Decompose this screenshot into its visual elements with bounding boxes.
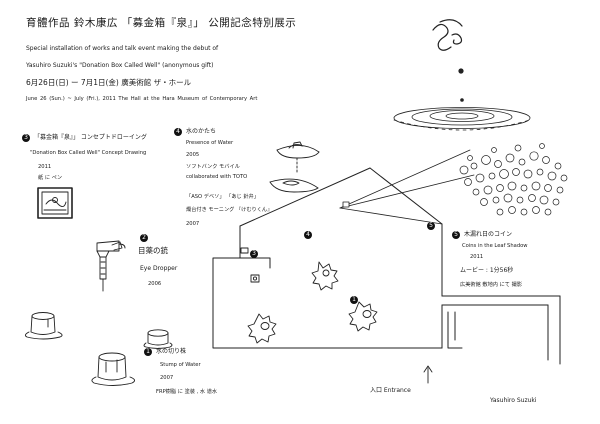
plan-marker-4: 4: [304, 231, 312, 239]
pedestal-eye-dropper: [250, 274, 260, 283]
work-3-title-jp: 「募金箱『泉』」 コンセプトドローイング: [34, 134, 147, 141]
exhibition-dates-en: June 26 (Sun.) ~ July (Fri.), 2011 The H…: [26, 96, 258, 102]
signature-mark: [432, 19, 463, 51]
artist-signature: Yasuhiro Suzuki: [490, 397, 537, 404]
work-4-sub-title: 「ASO デベソ」 「あじ 針弁」: [186, 194, 259, 200]
work-3-title-en: "Donation Box Called Well" Concept Drawi…: [30, 150, 147, 156]
floor-stump-3: [247, 313, 277, 344]
work-4-sub-note: 燭台付き モーニング 『けむりくん』: [186, 207, 273, 213]
water-ripples-icon: [393, 68, 531, 131]
concept-drawing-frame: [37, 187, 73, 219]
entrance-arrow-icon: [423, 365, 433, 384]
stump-sketch-2: [143, 329, 173, 349]
work-1-number: 1: [144, 348, 152, 356]
work-4-collab-en: collaborated with TOTO: [186, 174, 248, 180]
work-1-title-jp: 水の切り株: [156, 348, 187, 355]
work-5-title-jp: 木漏れ日のコイン: [464, 231, 513, 238]
entrance-label: 入口 Entrance: [370, 387, 411, 394]
plan-marker-3: 3: [250, 250, 258, 258]
work-1-title-en: Stump of Water: [160, 362, 201, 368]
floor-stump-1: [311, 261, 339, 291]
stump-sketch-1: [24, 312, 63, 340]
plan-marker-5: 5: [427, 222, 435, 230]
work-5-year: 2011: [470, 254, 484, 260]
work-1-note: FRP樹脂 に 塗装 , 水 道水: [156, 389, 218, 395]
work-5-movie: ムービー : 1分56秒: [460, 267, 514, 274]
exhibition-title: 育體作品 鈴木康広 「募金箱『泉』」 公開記念特別展示: [26, 17, 297, 29]
subtitle-line-1: Special installation of works and talk e…: [26, 45, 219, 52]
work-5-title-en: Coins in the Leaf Shadow: [462, 243, 528, 249]
stump-sketch-3: [91, 352, 135, 386]
hall-outline: [212, 167, 561, 365]
work-4-collab-jp: ソフトバンク モバイル: [186, 164, 240, 170]
presence-of-water-sketch: [269, 141, 320, 193]
work-3-year: 2011: [38, 164, 52, 170]
work-2-year: 2006: [148, 281, 162, 287]
work-3-note: 紙 に ペン: [38, 175, 63, 181]
floor-stump-2: [348, 301, 378, 332]
coins-leaf-shadow-sketch: [459, 143, 568, 216]
work-3-number: 3: [22, 134, 30, 142]
work-4-sub-year: 2007: [186, 221, 200, 227]
projection-beam: [339, 149, 475, 225]
work-4-title-en: Presence of Water: [186, 140, 234, 146]
plan-marker-1: 1: [350, 296, 358, 304]
work-5-note: 広美術館 敷地内 にて 撮影: [460, 282, 523, 288]
subtitle-line-2: Yasuhiro Suzuki's "Donation Box Called W…: [26, 62, 214, 69]
work-4-title-jp: 水のかたち: [186, 128, 217, 135]
exhibition-dates-jp: 6月26日(日) ー 7月1日(金) 廣美術館 ザ・ホール: [26, 78, 192, 87]
work-4-year: 2005: [186, 152, 200, 158]
work-2-title-en: Eye Dropper: [140, 265, 178, 272]
work-2-number: 2: [140, 234, 148, 242]
work-5-number: 5: [452, 231, 460, 239]
work-4-number: 4: [174, 128, 182, 136]
work-1-year: 2007: [160, 375, 174, 381]
work-2-title-jp: 目薬の銃: [138, 246, 168, 255]
eye-dropper-sketch: [96, 240, 126, 292]
